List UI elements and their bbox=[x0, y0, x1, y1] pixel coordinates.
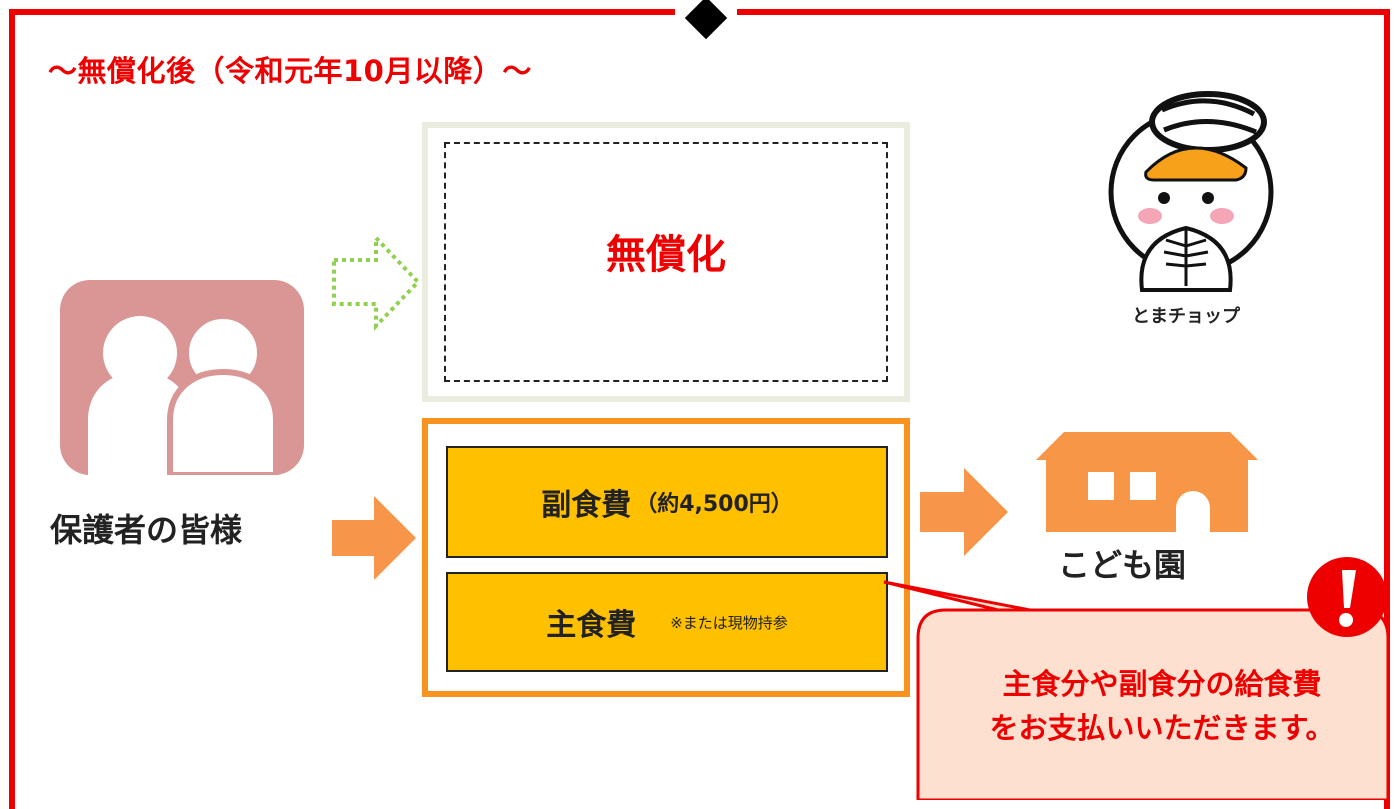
side-dish-label: 副食費 bbox=[541, 488, 632, 523]
staple-cost: 主食費 ※または現物持参 bbox=[446, 572, 888, 672]
right-arrow-to-school-icon bbox=[920, 468, 1008, 556]
free-dashed-area: 無償化 bbox=[444, 142, 888, 382]
outer-frame bbox=[9, 0, 1390, 809]
exclamation-icon bbox=[1307, 557, 1387, 637]
mascot-name: とまチョップ bbox=[1132, 306, 1240, 327]
side-dish-amount: （約4,500円） bbox=[635, 492, 793, 517]
side-dish-cost: 副食費 （約4,500円） bbox=[446, 446, 888, 558]
guardian-label: 保護者の皆様 bbox=[50, 511, 243, 549]
guardians-silhouette bbox=[88, 313, 279, 475]
meal-cost-box: 副食費 （約4,500円） 主食費 ※または現物持参 bbox=[422, 418, 910, 697]
callout-line-1: 主食分や副食分の給食費 bbox=[1002, 667, 1322, 701]
section-heading: 〜無償化後（令和元年10月以降）〜 bbox=[48, 54, 532, 88]
mascot-icon bbox=[1108, 91, 1274, 292]
dotted-arrow-icon bbox=[332, 233, 421, 331]
right-arrow-icon bbox=[332, 496, 416, 580]
school-label: こども園 bbox=[1058, 546, 1187, 584]
staple-label: 主食費 bbox=[546, 608, 637, 643]
free-label: 無償化 bbox=[606, 232, 726, 278]
callout-text: 主食分や副食分の給食費 をお支払いいただきます。 bbox=[922, 662, 1394, 750]
guardians-icon bbox=[60, 280, 304, 475]
school-building-icon bbox=[1036, 432, 1258, 532]
callout-line-2: をお支払いいただきます。 bbox=[989, 711, 1335, 745]
staple-note: ※または現物持参 bbox=[670, 613, 788, 632]
free-of-charge-box: 無償化 bbox=[422, 122, 910, 402]
